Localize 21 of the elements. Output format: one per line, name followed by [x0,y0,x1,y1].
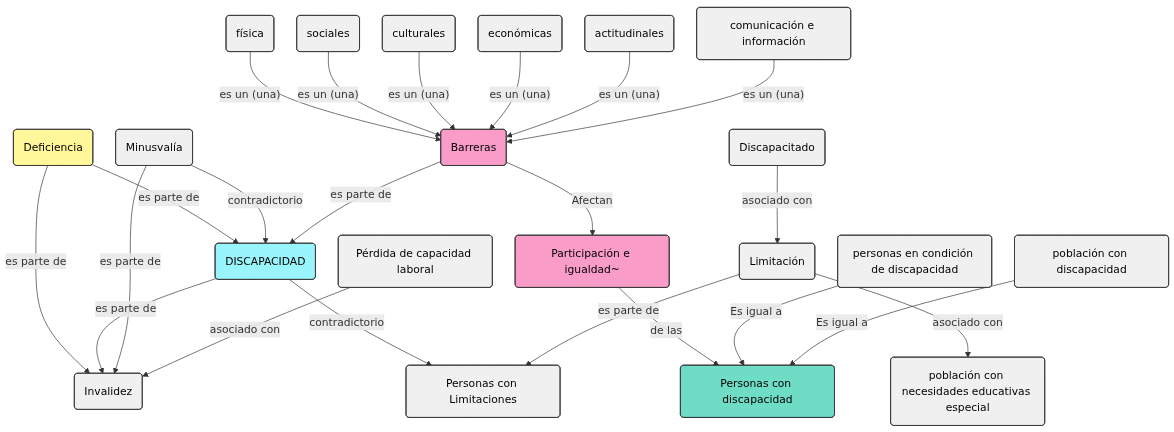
edge-label: es parte de [95,301,157,315]
edge-label: es un (una) [743,87,805,101]
edge-label: contradictorio [227,193,303,206]
edge-label: es parte de [330,187,392,201]
edge-label: es un (una) [598,87,660,101]
edge-label: es parte de [138,190,200,204]
edge-label: Es igual a [816,315,868,328]
edge-label: es parte de [5,254,67,267]
edge-label: es parte de [597,303,659,317]
edge-label: es un (una) [297,87,359,101]
edge-label: asociado con [932,315,1003,328]
edge-label: Es igual a [730,304,783,317]
edge-label: es un (una) [219,87,281,101]
edge-label: de las [650,323,683,336]
edge-label: es un (una) [388,87,450,101]
edge-label: Afectan [571,193,613,206]
edge-label: asociado con [742,193,813,206]
edge-label: es parte de [99,254,161,267]
edge-label: es un (una) [489,87,551,101]
edge-label: asociado con [209,322,281,336]
edge-label: contradictorio [309,315,385,328]
